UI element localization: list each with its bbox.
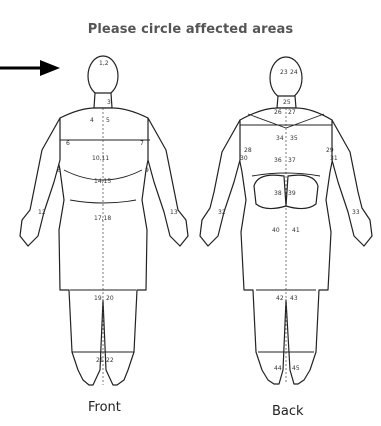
svg-text:25: 25 [283,99,291,106]
svg-text:40: 40 [272,227,280,234]
svg-text:7: 7 [140,140,144,147]
svg-text:10,11: 10,11 [92,155,109,162]
svg-text:8: 8 [57,167,61,174]
svg-text:24: 24 [290,69,298,76]
svg-text:1,2: 1,2 [99,60,109,67]
svg-text:17,18: 17,18 [94,215,111,222]
svg-text:29: 29 [326,147,334,154]
svg-text:32: 32 [218,209,226,216]
svg-text:4: 4 [90,117,94,124]
svg-text:35: 35 [290,135,298,142]
svg-text:5: 5 [106,117,110,124]
svg-text:23: 23 [280,69,288,76]
svg-text:30: 30 [240,155,248,162]
svg-text:45: 45 [292,365,300,372]
svg-text:39: 39 [288,190,296,197]
back-view-label: Back [272,404,304,419]
svg-text:6: 6 [66,140,70,147]
svg-text:28: 28 [244,147,252,154]
svg-text:36: 36 [274,157,282,164]
svg-text:22: 22 [106,357,114,364]
svg-text:3: 3 [107,99,111,106]
svg-text:21: 21 [96,357,104,364]
svg-text:20: 20 [106,295,114,302]
svg-text:44: 44 [274,365,282,372]
svg-text:31: 31 [330,155,338,162]
front-view-label: Front [88,400,121,415]
front-body-figure[interactable]: 1,2 3 4 5 6 7 8 9 10,11 14,15 12 13 17,1… [20,56,188,385]
svg-text:38: 38 [274,190,282,197]
svg-text:9: 9 [145,167,149,174]
svg-text:12: 12 [38,209,46,216]
svg-text:34: 34 [276,135,284,142]
svg-text:33: 33 [352,209,360,216]
svg-text:42: 42 [276,295,284,302]
svg-text:14,15: 14,15 [94,178,111,185]
svg-text:27: 27 [288,109,296,116]
svg-text:19: 19 [94,295,102,302]
right-arrow-icon [0,60,60,76]
svg-text:43: 43 [290,295,298,302]
svg-text:13: 13 [170,209,178,216]
svg-text:41: 41 [292,227,300,234]
svg-text:37: 37 [288,157,296,164]
back-body-figure[interactable]: 23 24 25 26 27 28 29 30 31 32 33 34 35 3… [200,57,372,384]
svg-text:26: 26 [274,109,282,116]
